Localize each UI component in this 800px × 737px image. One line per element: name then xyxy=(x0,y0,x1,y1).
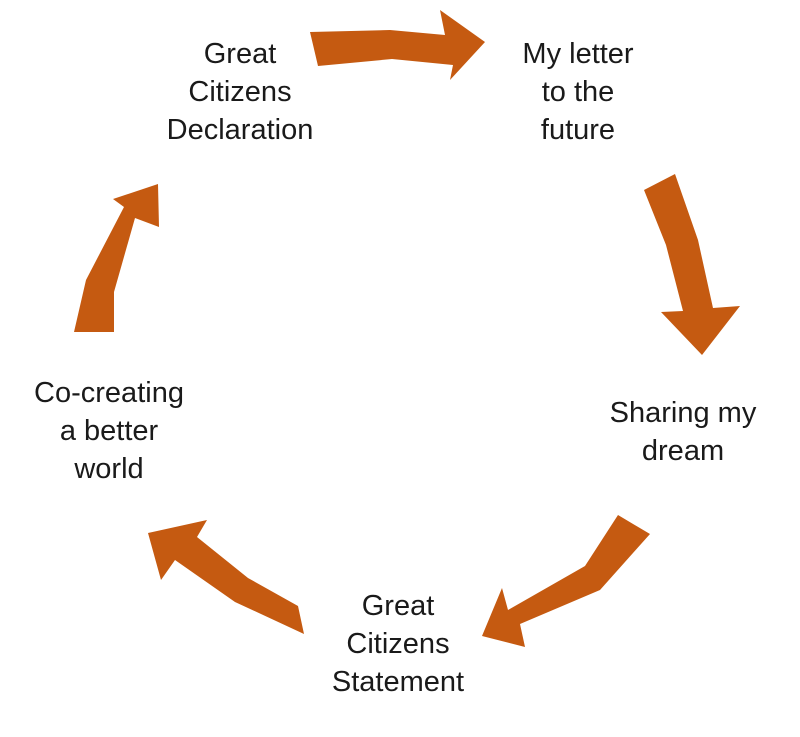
step-line: dream xyxy=(641,435,725,467)
arrow-sharing-to-statement xyxy=(482,515,650,647)
step-line: future xyxy=(540,114,616,146)
step-great-citizens-statement: Great Citizens Statement xyxy=(332,587,464,701)
step-line: Declaration xyxy=(166,114,314,146)
step-line: world xyxy=(74,453,144,485)
step-line: Sharing my xyxy=(609,397,757,429)
step-line: Co-creating xyxy=(34,377,184,409)
step-sharing-my-dream: Sharing my dream xyxy=(610,394,757,470)
arrow-cocreating-to-declaration xyxy=(74,184,159,332)
step-line: Great xyxy=(203,38,277,70)
arrow-declaration-to-letter xyxy=(310,10,485,80)
step-co-creating-a-better-world: Co-creating a better world xyxy=(34,374,184,488)
step-my-letter-to-the-future: My letter to the future xyxy=(522,35,633,149)
step-line: Citizens xyxy=(346,628,450,660)
step-line: Citizens xyxy=(188,76,292,108)
step-line: a better xyxy=(59,415,159,447)
step-line: Statement xyxy=(331,666,465,698)
arrow-statement-to-cocreating xyxy=(148,520,304,634)
step-line: Great xyxy=(361,590,435,622)
arrow-letter-to-sharing xyxy=(644,174,740,355)
step-great-citizens-declaration: Great Citizens Declaration xyxy=(167,35,314,149)
step-line: My letter xyxy=(522,38,634,70)
step-line: to the xyxy=(541,76,615,108)
